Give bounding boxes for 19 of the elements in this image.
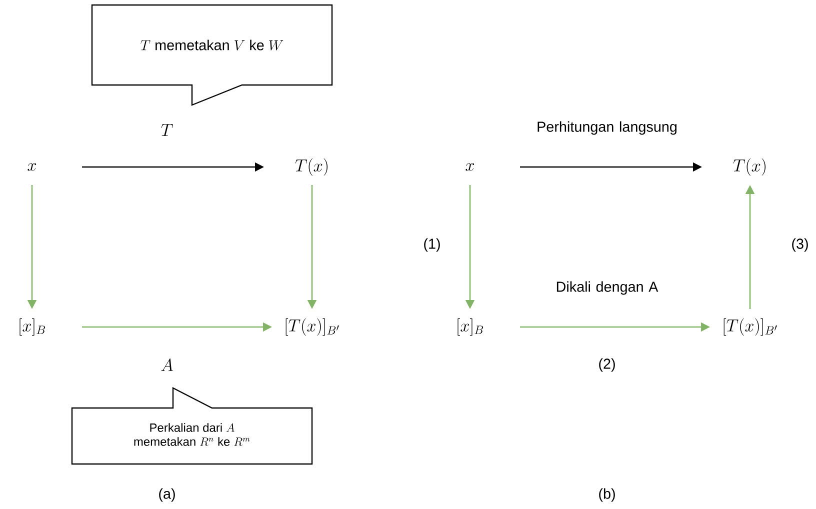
panel-label: (b)	[599, 488, 615, 502]
edge-label: Dikali dengan A	[556, 281, 658, 295]
edge-label: $T$	[161, 124, 173, 136]
step-number: (2)	[599, 358, 615, 372]
math-expression: $x$	[466, 163, 474, 171]
math-expression: $[T(x)]_{B'}$	[286, 318, 339, 336]
math-expression: $[T(x)]_{B'}$	[724, 318, 777, 336]
callout-box: $\begin{array}{c}\text{Perkalian dari }A\\ \text{memetakan }R^n\text{ ke }R^m\end{array}$	[71, 387, 313, 465]
step-number: (3)	[792, 238, 808, 252]
callout-box: $T\text{ memetakan }V\text{ ke }W$	[91, 4, 333, 106]
math-expression: $x$	[28, 163, 36, 171]
math-expression: $T(x)$	[295, 158, 328, 176]
edge-label: $A$	[161, 358, 173, 371]
step-number: (1)	[424, 238, 440, 252]
math-expression: $T(x)$	[733, 158, 766, 176]
edge-label: Perhitungan langsung	[538, 121, 676, 135]
math-expression: $[x]_B$	[20, 318, 46, 336]
panel-label: (a)	[159, 488, 175, 502]
math-expression: $[x]_B$	[458, 318, 484, 336]
